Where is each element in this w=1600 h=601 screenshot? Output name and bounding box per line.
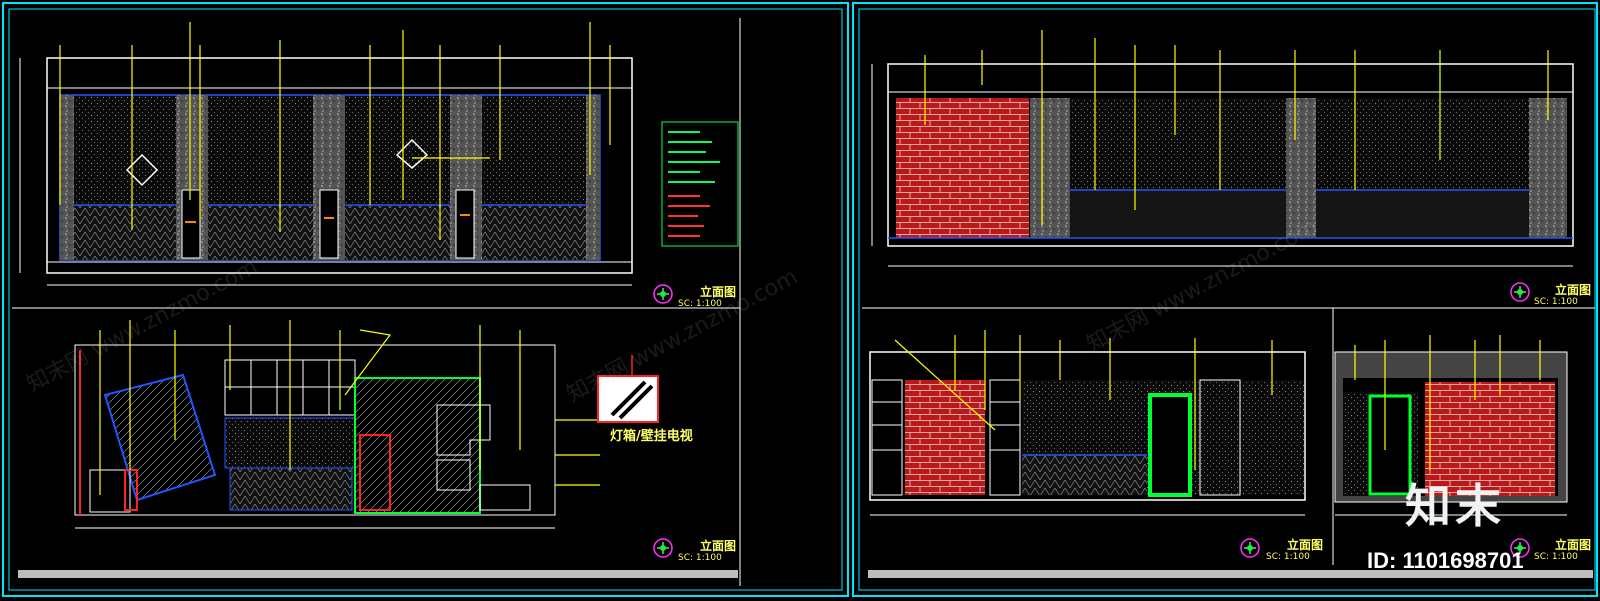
view-4-scale: SC: 1:100 [1266,552,1310,562]
sheet-frame-left [2,2,849,597]
elevation-view-3 [871,63,1574,267]
leader-lines-view-1 [59,22,611,240]
leader-lines-view-5 [1354,335,1541,470]
leader-lines-view-4 [894,330,1273,470]
view-markers [653,282,1530,558]
view-5-scale: SC: 1:100 [1534,552,1578,562]
leader-lines-view-2 [99,320,600,495]
view-5-title: 立面图 [1555,538,1592,552]
tv-lightbox-symbol [597,355,659,423]
elevation-view-1 [19,57,633,286]
view-3-scale: SC: 1:100 [1534,297,1578,307]
sheet-grid-lines [12,18,1595,586]
elevation-view-4 [869,351,1306,516]
brand-logo-watermark: 知末 [1405,479,1505,533]
elevation-view-5 [1334,351,1568,516]
image-id-watermark: ID: 1101698701 [1367,548,1524,573]
view-2-title: 立面图 [700,539,737,553]
view-1-scale: SC: 1:100 [678,299,722,309]
view-1-title: 立面图 [700,285,737,299]
leader-lines-view-3 [924,30,1549,225]
elevation-view-2 [74,344,556,529]
material-legend-box [661,121,739,247]
view-2-scale: SC: 1:100 [678,553,722,563]
tv-lightbox-label: 灯箱/壁挂电视 [610,429,693,444]
view-4-title: 立面图 [1287,538,1324,552]
view-3-title: 立面图 [1555,283,1592,297]
sheet-frame-right [852,2,1598,597]
